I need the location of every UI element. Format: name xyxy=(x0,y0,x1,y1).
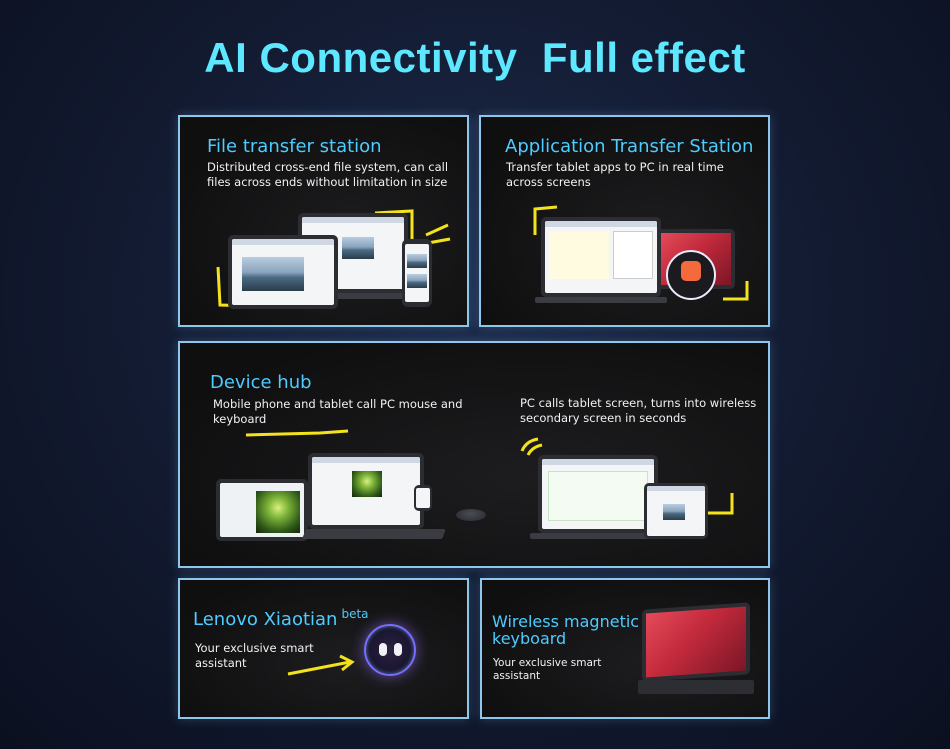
card-device-hub: Device hub Mobile phone and tablet call … xyxy=(178,341,770,568)
beta-badge: beta xyxy=(341,607,369,621)
tablet-device xyxy=(228,235,338,309)
phone-device xyxy=(402,239,432,307)
card-title: Application Transfer Station xyxy=(505,136,754,157)
yellow-highlight-strokes xyxy=(245,429,734,515)
card-keyboard: Wireless magnetic keyboard Your exclusiv… xyxy=(480,578,770,719)
mouse-device xyxy=(456,509,486,521)
page-title: AI Connectivity Full effect xyxy=(204,34,746,81)
card-description: Distributed cross-end file system, can c… xyxy=(207,160,449,189)
card-description-right: PC calls tablet screen, turns into wirel… xyxy=(520,396,757,425)
laptop-device xyxy=(530,455,666,541)
laptop-device xyxy=(535,217,667,303)
yellow-arrow xyxy=(287,654,355,676)
card-description: Your exclusive smart assistant xyxy=(493,657,602,682)
tablet-device xyxy=(644,483,708,539)
card-title: File transfer station xyxy=(207,136,382,157)
card-description-left: Mobile phone and tablet call PC mouse an… xyxy=(213,397,463,426)
transfer-circle xyxy=(666,250,716,300)
card-description: Transfer tablet apps to PC in real time … xyxy=(506,160,724,189)
card-title: Device hub xyxy=(210,372,312,393)
xiaotian-robot-icon xyxy=(364,624,416,676)
app-icon xyxy=(681,261,701,281)
card-file-transfer: File transfer station Distributed cross-… xyxy=(178,115,469,327)
laptop-device xyxy=(302,453,446,539)
yellow-highlight-strokes xyxy=(533,205,749,301)
phone-device xyxy=(414,485,432,511)
tablet-keyboard-device xyxy=(638,602,754,698)
card-title: Wireless magnetic keyboard xyxy=(492,612,640,648)
card-app-transfer: Application Transfer Station Transfer ta… xyxy=(479,115,770,327)
card-description: Your exclusive smart assistant xyxy=(195,641,314,670)
xiaotian-title: Lenovo Xiaotian xyxy=(193,609,338,630)
tablet-device xyxy=(216,479,308,541)
